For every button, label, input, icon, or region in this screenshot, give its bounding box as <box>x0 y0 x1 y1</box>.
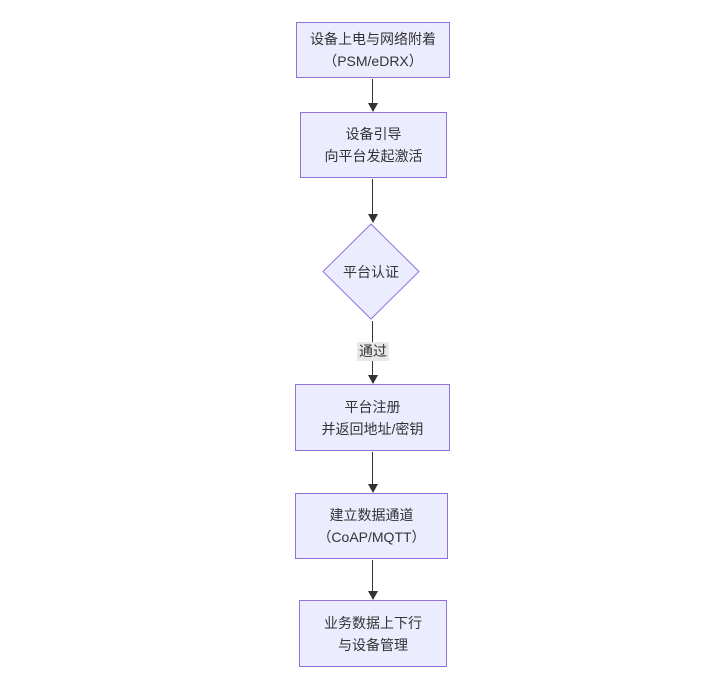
node-text-line: 与设备管理 <box>338 636 408 653</box>
flow-node-platform-auth: 平台认证 <box>322 223 420 320</box>
node-text-line: 建立数据通道 <box>329 507 414 523</box>
node-text-line: 平台认证 <box>343 263 399 280</box>
node-text-line: 并返回地址/密钥 <box>321 420 424 437</box>
node-text-line: 设备引导 <box>345 126 402 142</box>
node-text-line: 设备上电与网络附着 <box>310 31 436 47</box>
arrowhead-icon <box>368 375 378 384</box>
flow-node-bootstrap: 设备引导 向平台发起激活 <box>300 112 447 178</box>
node-text-line: （CoAP/MQTT） <box>317 529 426 545</box>
node-text-line: （PSM/eDRX） <box>323 53 423 69</box>
edge-line <box>372 79 373 104</box>
flow-node-register: 平台注册 并返回地址/密钥 <box>295 384 450 451</box>
flow-node-business-data: 业务数据上下行 与设备管理 <box>299 600 447 667</box>
node-text-line: 业务数据上下行 <box>324 614 422 631</box>
edge-line <box>372 560 373 591</box>
arrowhead-icon <box>368 484 378 493</box>
node-text-line: 向平台发起激活 <box>324 148 423 164</box>
arrowhead-icon <box>368 103 378 112</box>
diamond-shape <box>322 223 420 320</box>
flow-node-data-channel: 建立数据通道 （CoAP/MQTT） <box>295 493 448 559</box>
edge-label-pass: 通过 <box>357 342 389 361</box>
edge-line <box>372 452 373 484</box>
flow-node-power-attach: 设备上电与网络附着 （PSM/eDRX） <box>296 22 450 78</box>
node-text-line: 平台注册 <box>344 398 401 415</box>
arrowhead-icon <box>368 591 378 600</box>
arrowhead-icon <box>368 214 378 223</box>
edge-line <box>372 179 373 214</box>
